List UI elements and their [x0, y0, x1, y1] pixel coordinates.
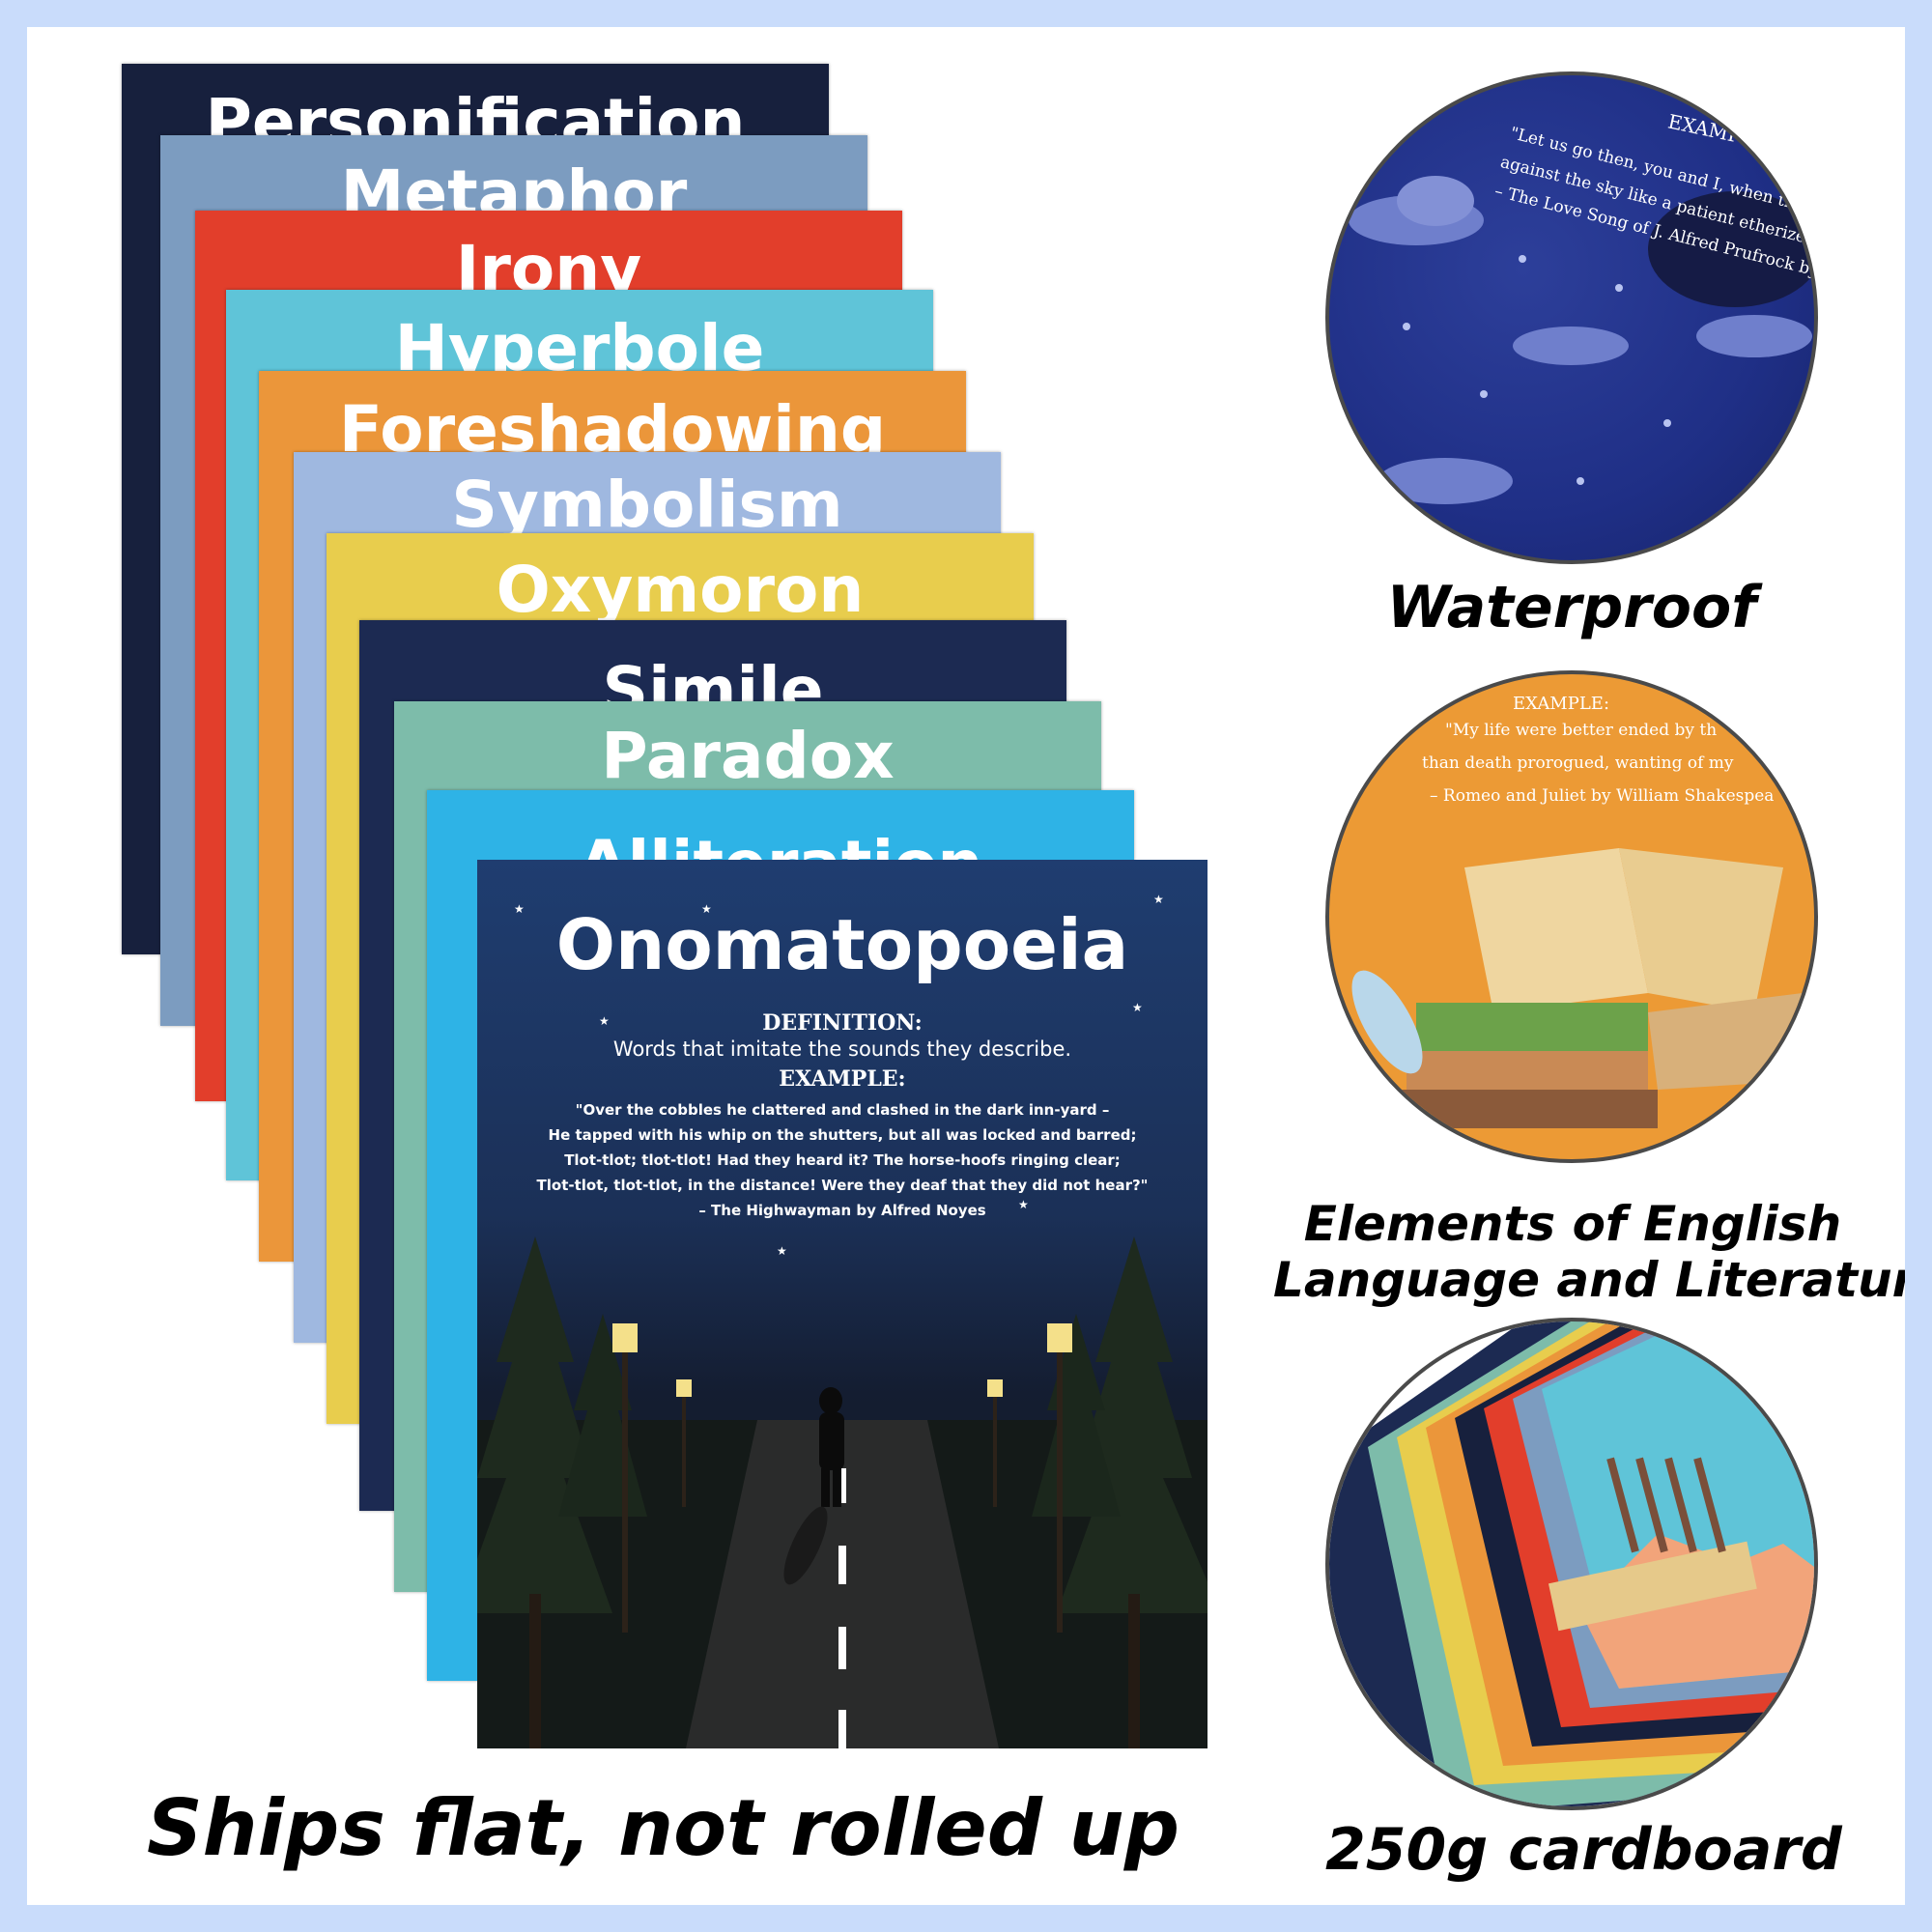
poster-title: Hyperbole	[394, 311, 765, 385]
snippet-line: – Romeo and Juliet by William Shakespea	[1430, 786, 1775, 806]
definition-text: Words that imitate the sounds they descr…	[612, 1037, 1072, 1061]
cardboard-label: 250g cardboard	[1325, 1816, 1842, 1884]
poster-title: Oxymoron	[496, 553, 865, 627]
rain-clouds-illustration	[1349, 176, 1814, 504]
snippet-heading: EXAMPLE:	[1513, 694, 1610, 714]
star-icon: ★	[1132, 1001, 1143, 1014]
waterproof-detail-circle: EXAMPLE "Let us go then, you and I, when…	[1325, 71, 1818, 564]
poster-title: Paradox	[601, 719, 895, 793]
literature-detail-circle: EXAMPLE: "My life were better ended by t…	[1325, 670, 1818, 1163]
quote-line: He tapped with his whip on the shutters,…	[548, 1126, 1137, 1144]
literature-label-line2: Language and Literature	[1273, 1252, 1905, 1308]
quote-line: "Over the cobbles he clattered and clash…	[575, 1101, 1110, 1119]
literature-label-line1: Elements of English	[1303, 1196, 1842, 1252]
star-icon: ★	[599, 1014, 610, 1028]
product-image: Personification Metaphor Irony Hyperbole…	[27, 27, 1905, 1905]
night-road-illustration	[477, 1236, 1208, 1748]
quote-line: Tlot-tlot; tlot-tlot! Had they heard it?…	[564, 1151, 1121, 1169]
poster-title: Onomatopoeia	[555, 904, 1129, 985]
star-icon: ★	[1018, 1198, 1029, 1211]
poster-title: Symbolism	[451, 468, 843, 542]
snippet-line: than death prorogued, wanting of my	[1422, 753, 1734, 773]
quote-line: – The Highwayman by Alfred Noyes	[698, 1202, 986, 1219]
star-icon: ★	[514, 902, 525, 916]
waterproof-label: Waterproof	[1386, 574, 1757, 641]
poster-onomatopoeia: Onomatopoeia DEFINITION: Words that imit…	[477, 860, 1208, 1748]
ships-flat-caption: Ships flat, not rolled up	[147, 1783, 1180, 1873]
star-icon: ★	[701, 902, 712, 916]
example-heading: EXAMPLE:	[779, 1066, 906, 1092]
star-icon: ★	[777, 1244, 787, 1258]
books-illustration	[1351, 848, 1812, 1128]
definition-heading: DEFINITION:	[762, 1010, 923, 1036]
poster-stack-illustration	[1329, 1321, 1814, 1806]
poster-title: Foreshadowing	[338, 392, 887, 467]
star-icon: ★	[1153, 893, 1164, 906]
quote-line: Tlot-tlot, tlot-tlot, in the distance! W…	[536, 1177, 1149, 1194]
snippet-line: "My life were better ended by th	[1445, 721, 1718, 740]
cardboard-detail-circle	[1325, 1318, 1818, 1810]
